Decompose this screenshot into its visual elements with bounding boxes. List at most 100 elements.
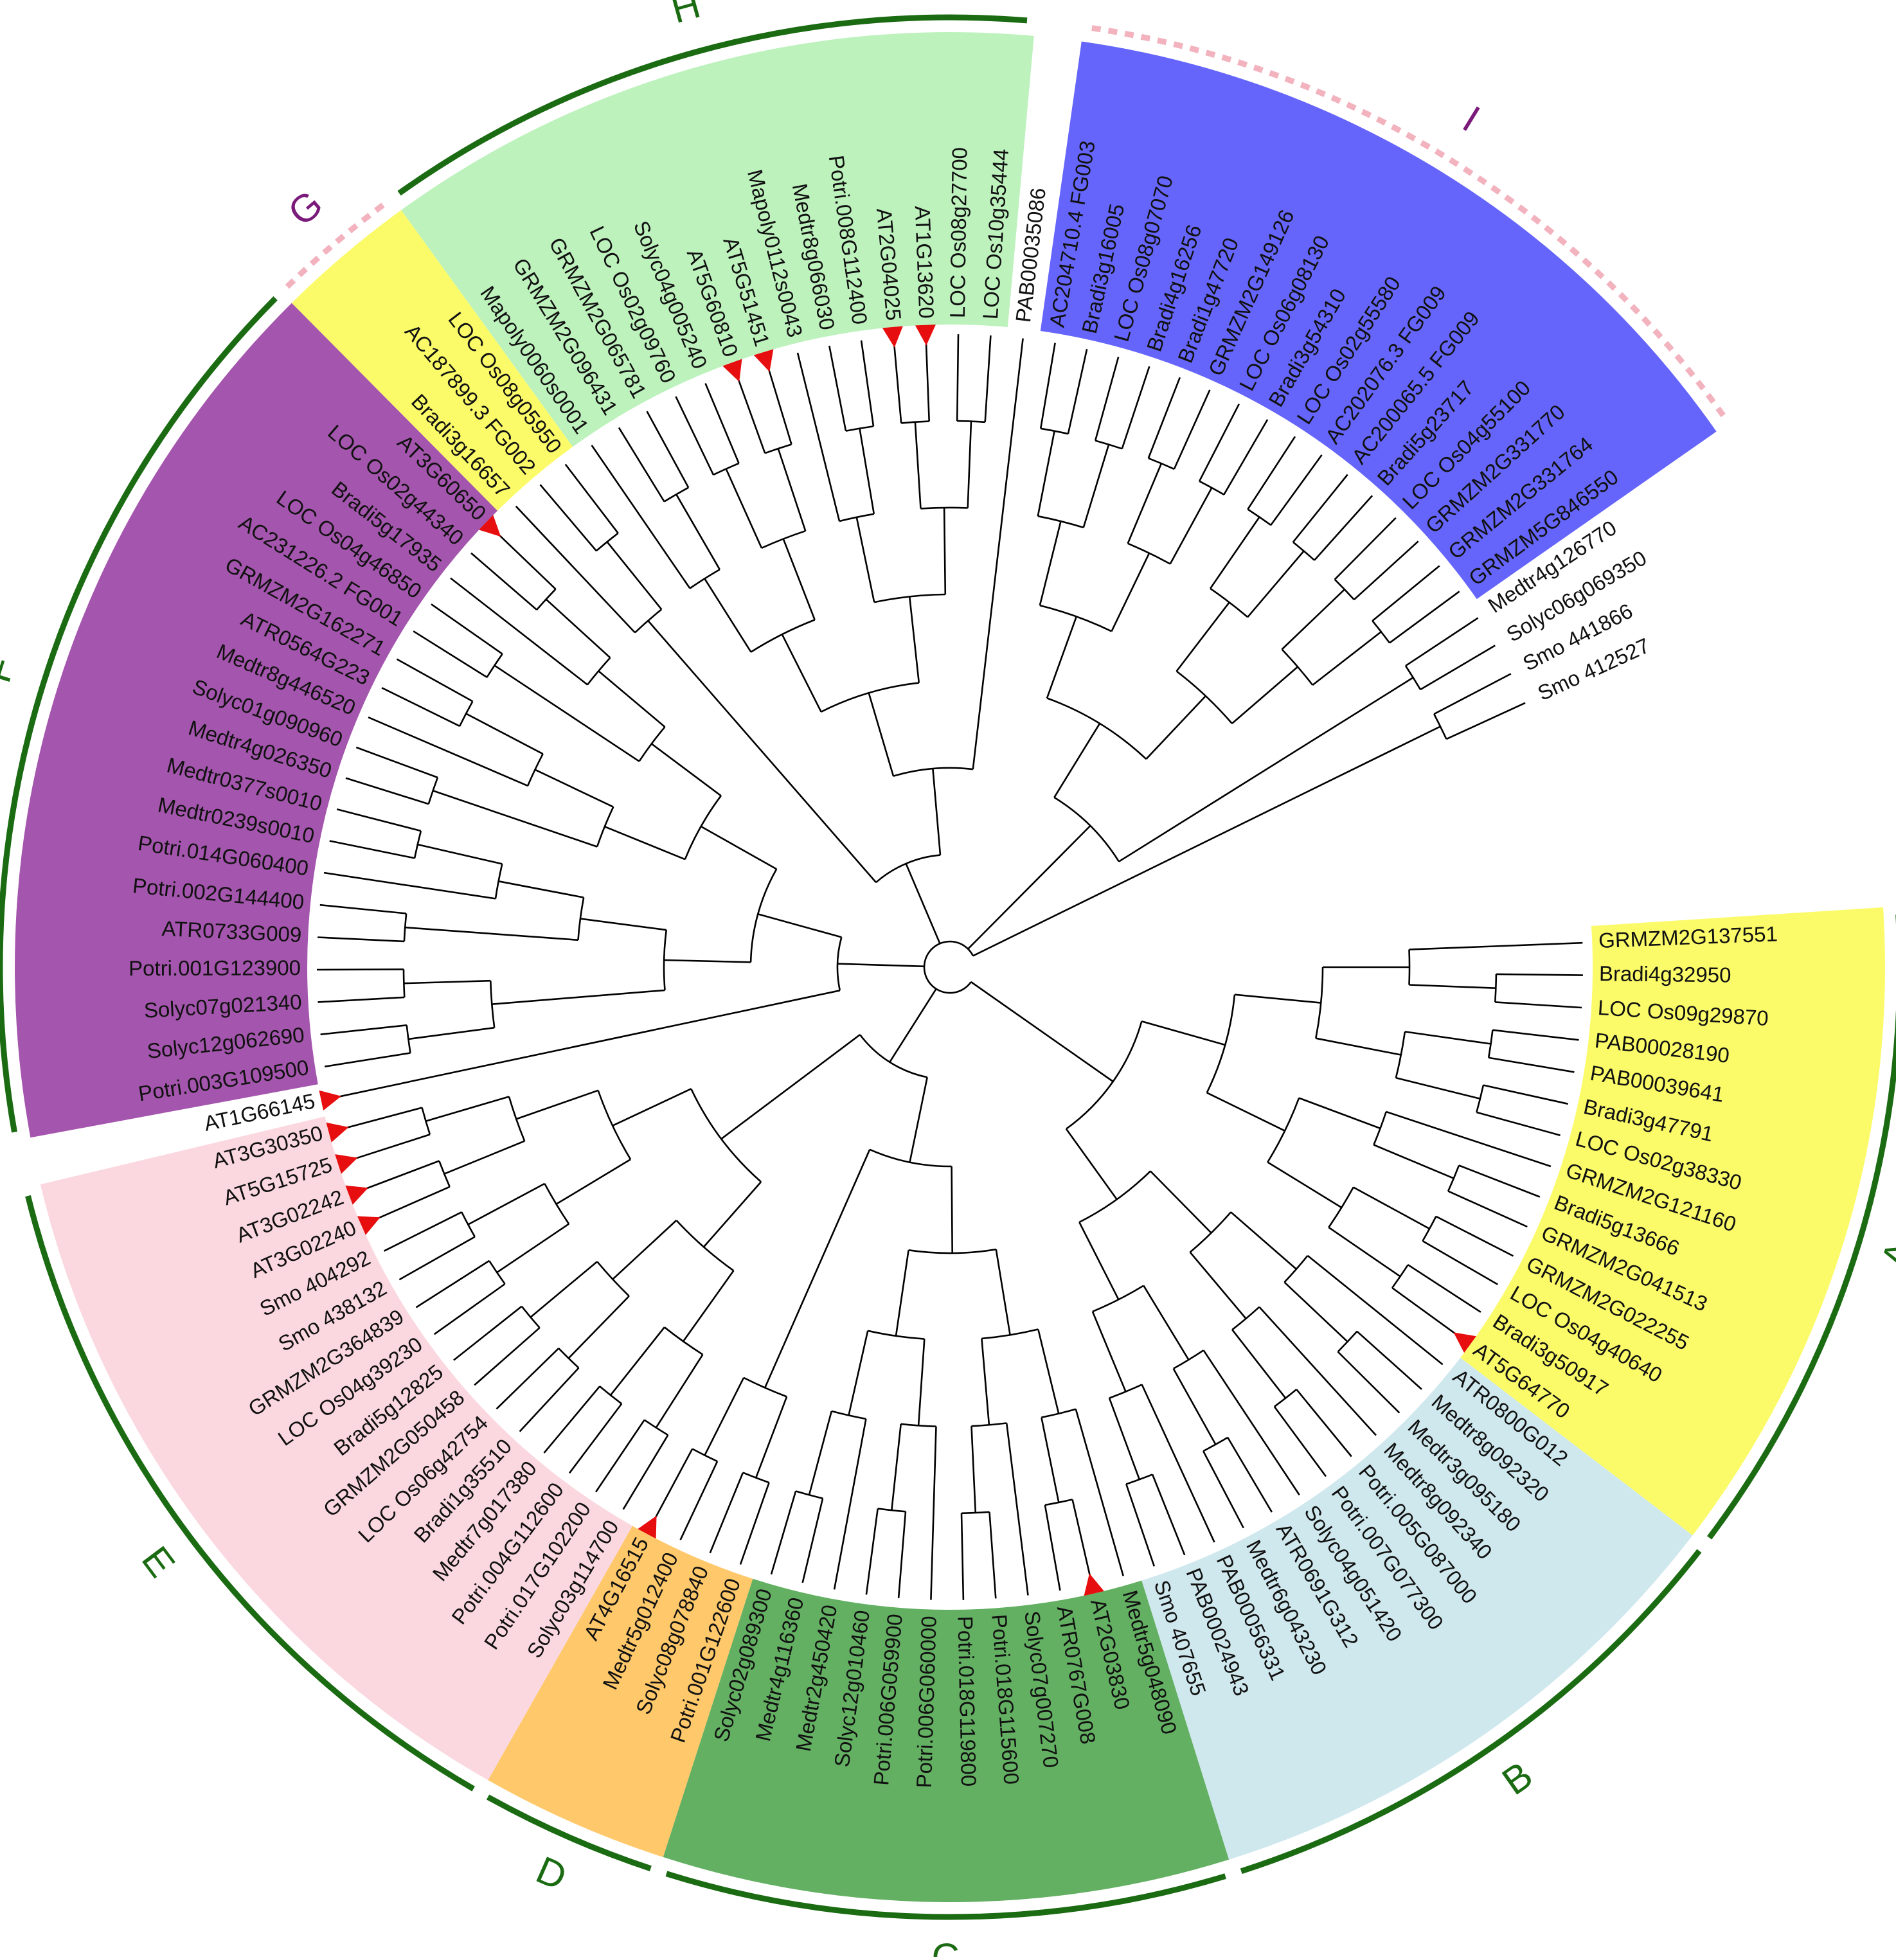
clade-label-i: I (1456, 98, 1487, 140)
branch-arc (675, 1220, 735, 1272)
branch-segment (967, 825, 1091, 950)
branch-segment (534, 769, 614, 808)
branch-segment (496, 1223, 569, 1274)
branch-arc (1391, 1264, 1409, 1288)
branch-segment (868, 692, 895, 777)
branch-segment (405, 926, 578, 941)
branch-segment (1173, 389, 1211, 470)
branch-arc (486, 653, 503, 678)
branch-segment (1488, 1056, 1575, 1073)
branch-segment (1172, 1368, 1217, 1445)
clade-label-f: F (0, 652, 24, 688)
branch-segment (735, 371, 766, 454)
branch-segment (859, 428, 875, 515)
red-triangle-marker (915, 325, 936, 346)
branch-segment (370, 1186, 451, 1223)
branch-segment (720, 1034, 861, 1140)
branch-segment (765, 361, 792, 445)
branch-segment (679, 1461, 719, 1540)
branch-segment (1404, 1031, 1491, 1045)
branch-segment (1125, 1484, 1156, 1567)
branch-segment (323, 871, 496, 900)
branch-segment (905, 863, 941, 944)
branch-segment (908, 596, 920, 683)
branch-segment (580, 918, 666, 931)
branch-segment (1247, 436, 1296, 510)
branch-segment (317, 996, 405, 1003)
clade-wedge-d (488, 1526, 753, 1857)
branch-segment (515, 1089, 599, 1120)
red-triangle-marker (882, 326, 903, 348)
branch-segment (609, 1326, 665, 1396)
branch-segment (1409, 984, 1496, 989)
branch-segment (833, 1418, 867, 1590)
branch-arc (836, 937, 843, 991)
branch-segment (1147, 377, 1181, 459)
branch-arc (1040, 427, 1069, 435)
branch-segment (1149, 1170, 1212, 1234)
branch-segment (892, 336, 902, 423)
branch-segment (1118, 677, 1414, 862)
branch-segment (467, 1182, 546, 1225)
branch-segment (515, 505, 636, 634)
clade-label-c: C (931, 1936, 960, 1957)
branch-arc (488, 1260, 506, 1285)
branch-segment (700, 825, 777, 870)
branch-segment (930, 1426, 937, 1600)
branch-segment (470, 552, 537, 610)
branch-segment (415, 1260, 490, 1308)
branch-segment (1407, 1264, 1481, 1313)
branch-segment (1495, 1001, 1582, 1009)
branch-arc (427, 777, 439, 805)
branch-segment (675, 396, 715, 476)
branch-arc (403, 913, 407, 941)
clade-ring-g (285, 200, 388, 289)
branch-arc (1203, 1436, 1228, 1452)
branch-segment (543, 1385, 601, 1454)
clade-ring-d (486, 1794, 652, 1871)
branch-segment (453, 1305, 523, 1361)
branch-segment (1298, 1097, 1381, 1130)
branch-arc (1247, 508, 1272, 526)
branch-segment (539, 484, 597, 551)
clade-ring-b (1240, 1549, 1702, 1875)
branch-arc (595, 532, 619, 552)
branch-segment (943, 508, 947, 595)
branch-segment (604, 826, 686, 860)
branch-segment (1169, 487, 1213, 565)
branch-segment (612, 1220, 677, 1280)
branch-segment (764, 1149, 871, 1389)
leaf-label: Bradi4g32950 (1599, 961, 1731, 987)
branch-segment (889, 988, 937, 1063)
branch-arc (1328, 1186, 1354, 1228)
branch-segment (450, 577, 588, 686)
branch-segment (909, 1077, 928, 1163)
branch-segment (755, 1396, 788, 1479)
clade-label-e: E (134, 1538, 184, 1585)
red-triangle-marker (1084, 1573, 1104, 1596)
branch-segment (496, 1348, 560, 1410)
branch-arc (831, 1410, 866, 1420)
branch-segment (1409, 941, 1583, 950)
branch-segment (1046, 616, 1078, 699)
branch-segment (1044, 1504, 1061, 1591)
branch-segment (355, 746, 438, 779)
branch-segment (1223, 419, 1269, 495)
branch-segment (1206, 1092, 1285, 1132)
branch-segment (855, 517, 875, 603)
branch-segment (932, 768, 942, 855)
branch-segment (598, 670, 666, 728)
red-triangle-marker (753, 349, 774, 372)
branch-segment (324, 1052, 411, 1067)
branch-segment (1328, 1226, 1401, 1278)
branch-segment (704, 382, 740, 464)
branch-segment (1353, 540, 1419, 601)
clade-wedge-g (291, 209, 573, 511)
branch-segment (891, 1423, 902, 1511)
branch-segment (433, 790, 598, 848)
branch-segment (925, 334, 930, 422)
branch-segment (956, 334, 960, 422)
branch-segment (1389, 591, 1460, 644)
